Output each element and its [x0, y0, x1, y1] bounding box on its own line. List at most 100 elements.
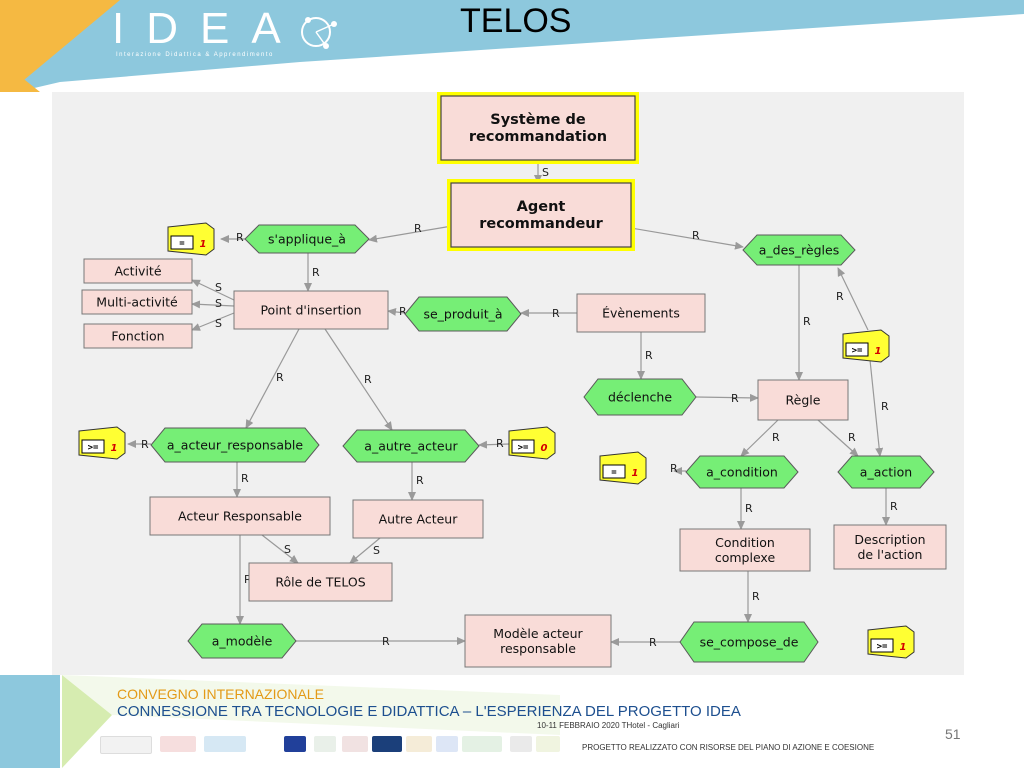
- edge-label: R: [276, 371, 284, 384]
- logo-subtitle: Interazione Didattica & Apprendimento: [116, 52, 274, 58]
- node-a-modele[interactable]: a_modèle: [187, 623, 297, 659]
- node-label: se_produit_à: [423, 307, 502, 322]
- node-regle[interactable]: Règle: [757, 379, 849, 421]
- node-s-applique[interactable]: s'applique_à: [244, 224, 370, 254]
- node-point[interactable]: Point d'insertion: [233, 290, 389, 330]
- partner-logo-crs4: [204, 736, 246, 752]
- edge-label: S: [373, 544, 380, 557]
- node-label: Activité: [114, 264, 161, 279]
- node-activite[interactable]: Activité: [83, 258, 193, 284]
- funding-note: PROGETTO REALIZZATO CON RISORSE DEL PIAN…: [582, 743, 875, 752]
- node-declenche[interactable]: déclenche: [583, 378, 697, 416]
- node-a-action[interactable]: a_action: [837, 455, 935, 489]
- entity-box: [83, 323, 193, 349]
- relation-hexagon: [244, 224, 370, 254]
- node-label: a_action: [860, 465, 912, 480]
- node-a-des-regles[interactable]: a_des_règles: [742, 234, 856, 266]
- partner-logo-repubblica: [314, 736, 336, 752]
- relation-hexagon: [150, 427, 320, 463]
- entity-box: [83, 258, 193, 284]
- node-label: s'applique_à: [268, 232, 346, 247]
- node-acteur-resp[interactable]: Acteur Responsable: [149, 496, 331, 536]
- cardinality-badge: >=0: [508, 426, 556, 460]
- node-autre-acteur[interactable]: Autre Acteur: [352, 499, 484, 539]
- relation-hexagon: [685, 455, 799, 489]
- operator-box: [602, 464, 626, 479]
- edge-label: R: [836, 290, 844, 303]
- node-evenements[interactable]: Évènements: [576, 293, 706, 333]
- node-a-condition[interactable]: a_condition: [685, 455, 799, 489]
- page-number: 51: [945, 726, 961, 742]
- conference-subtitle: CONNESSIONE TRA TECNOLOGIE E DIDATTICA –…: [117, 703, 741, 720]
- edge-e25: [261, 534, 299, 564]
- partner-logo-agenzia: [372, 736, 402, 752]
- edge-label: R: [803, 315, 811, 328]
- node-label: a_acteur_responsable: [167, 438, 303, 453]
- partner-logo-sardegna-ricerche: [462, 736, 502, 752]
- node-label: Rôle de TELOS: [275, 575, 365, 590]
- edge-label: S: [284, 543, 291, 556]
- edge-e19: [324, 328, 393, 431]
- node-label: Système de: [490, 112, 586, 128]
- node-multi[interactable]: Multi-activité: [81, 289, 193, 315]
- relation-hexagon: [742, 234, 856, 266]
- edge-label: R: [236, 231, 244, 244]
- edge-e4: [630, 227, 744, 250]
- node-fonction[interactable]: Fonction: [83, 323, 193, 349]
- header-band: [0, 0, 1024, 92]
- cardinality-operator: >=: [852, 346, 863, 356]
- logo-title: IDEA: [112, 4, 303, 53]
- entity-box: [757, 379, 849, 421]
- eu-flag-logo: [284, 736, 306, 752]
- edge-label: R: [241, 472, 249, 485]
- entity-box: [464, 614, 612, 668]
- edge-e12: [695, 393, 759, 402]
- edge-e18: [245, 328, 300, 429]
- partner-logo-regione: [100, 736, 152, 754]
- node-label: Description: [854, 532, 925, 547]
- edge-e5: [191, 279, 235, 301]
- edge-label: S: [215, 281, 222, 294]
- node-a-autre-acteur[interactable]: a_autre_acteur: [342, 429, 480, 463]
- conference-date-place: 10-11 FEBBRAIO 2020 THotel - Cagliari: [537, 721, 680, 730]
- edge-label: R: [244, 573, 252, 586]
- node-label: recommandation: [469, 129, 607, 145]
- cardinality-value: 0: [541, 443, 548, 454]
- entity-box: [81, 289, 193, 315]
- edge-e17: [817, 419, 859, 457]
- node-label: a_des_règles: [759, 243, 839, 258]
- cardinality-badge: >=1: [867, 625, 915, 659]
- entity-box: [833, 524, 947, 570]
- edge-label: R: [752, 590, 760, 603]
- node-role[interactable]: Rôle de TELOS: [248, 562, 393, 602]
- edge-label: R: [881, 400, 889, 413]
- node-label: Agent: [517, 199, 566, 215]
- node-label: Acteur Responsable: [178, 509, 302, 524]
- node-se-compose[interactable]: se_compose_de: [679, 621, 819, 663]
- edge-e15: [869, 359, 884, 457]
- cardinality-value: 1: [200, 239, 207, 250]
- node-se-produit[interactable]: se_produit_à: [404, 296, 522, 332]
- cardinality-value: 1: [875, 346, 882, 357]
- node-label: Modèle acteur: [493, 626, 583, 641]
- edge-label: R: [772, 431, 780, 444]
- edge-e26: [349, 537, 381, 564]
- cardinality-operator: >=: [877, 642, 888, 652]
- node-label: Évènements: [602, 306, 680, 321]
- edge-e2: [368, 225, 453, 243]
- entity-box: [233, 290, 389, 330]
- node-label: de l'action: [858, 547, 923, 562]
- edge-e21: [478, 440, 510, 449]
- edge-label: R: [745, 502, 753, 515]
- node-label: a_condition: [706, 465, 778, 480]
- operator-box: [870, 638, 894, 653]
- node-a-acteur-resp[interactable]: a_acteur_responsable: [150, 427, 320, 463]
- cardinality-operator: =: [611, 468, 617, 478]
